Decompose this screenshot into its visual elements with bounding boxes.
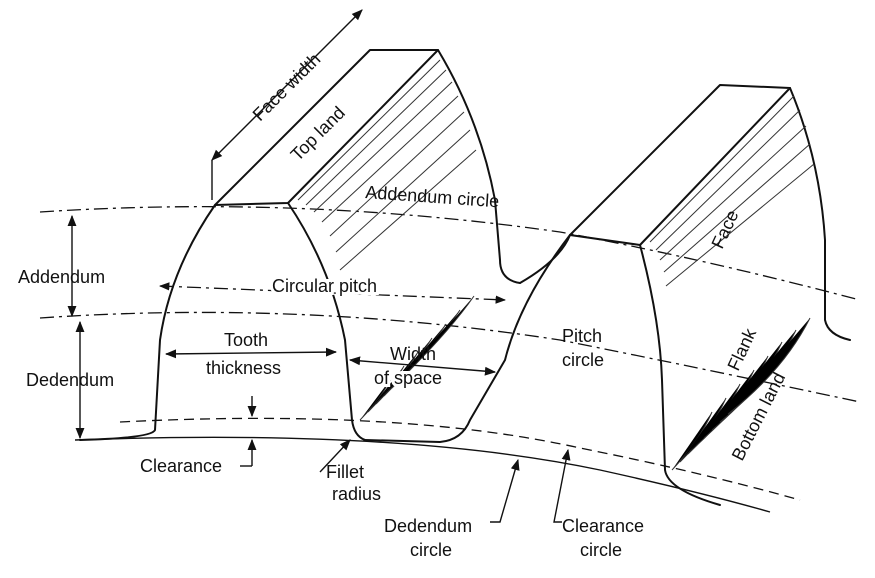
tooth-thickness-dimension xyxy=(164,347,338,359)
circular-pitch-label: Circular pitch xyxy=(272,276,377,296)
width-label-line1: Width xyxy=(390,344,436,364)
clearance-circle-line xyxy=(119,417,801,501)
tooth-2 xyxy=(364,84,851,506)
addendum-circle-line xyxy=(39,206,861,301)
clearance-circle-label-line2: circle xyxy=(580,540,622,560)
dedendum-circle-leader xyxy=(490,458,520,523)
fillet-label-line2: radius xyxy=(332,484,381,504)
clearance-circle-label-line1: Clearance xyxy=(562,516,644,536)
pitch-circle-line xyxy=(39,311,861,403)
width-of-space-dimension xyxy=(348,356,497,376)
fillet-radius-leader xyxy=(319,439,351,473)
tooth-label-line1: Tooth xyxy=(224,330,268,350)
pitch-label-line2: circle xyxy=(562,350,604,370)
tooth-1 xyxy=(79,49,521,441)
tooth-label-line2: thickness xyxy=(206,358,281,378)
dedendum-circle-label-line1: Dedendum xyxy=(384,516,472,536)
face-width-dimension xyxy=(211,9,363,161)
face-width-label: Face width xyxy=(249,49,325,125)
dedendum-circle-label-line2: circle xyxy=(410,540,452,560)
fillet-label-line1: Fillet xyxy=(326,462,364,482)
flank-label: Flank xyxy=(723,324,760,373)
width-label-line2: of space xyxy=(374,368,442,388)
circular-pitch-dimension xyxy=(158,282,507,304)
dedendum-circle-line xyxy=(74,436,771,513)
clearance-circle-leader xyxy=(553,448,571,523)
clearance-label: Clearance xyxy=(140,456,222,476)
addendum-label: Addendum xyxy=(18,267,105,287)
dedendum-label: Dedendum xyxy=(26,370,114,390)
top-land-label: Top land xyxy=(287,103,349,165)
pitch-label-line1: Pitch xyxy=(562,326,602,346)
